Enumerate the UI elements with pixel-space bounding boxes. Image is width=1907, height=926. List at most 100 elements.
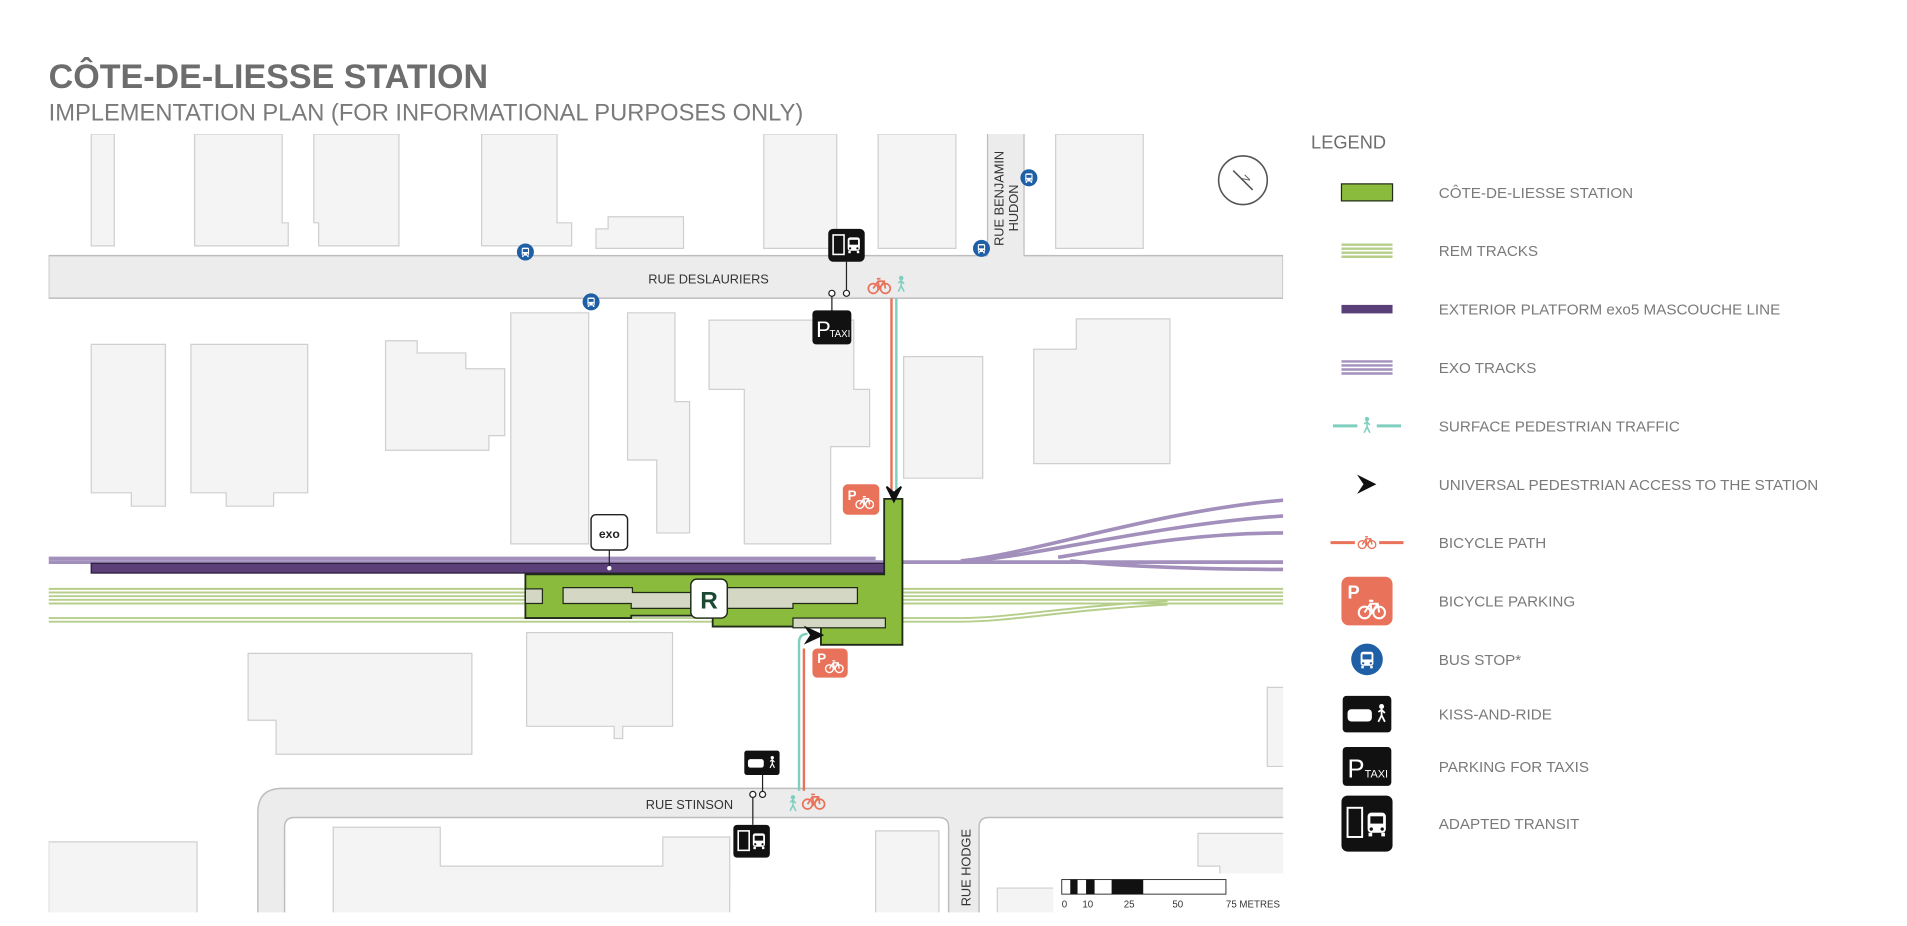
- building: [481, 134, 573, 247]
- adapted-transit-south: [733, 790, 770, 858]
- building: [996, 887, 1057, 913]
- legend-item-station-area: CÔTE-DE-LIESSE STATION: [1340, 183, 1633, 202]
- building: [875, 830, 940, 913]
- svg-text:50: 50: [1172, 900, 1183, 911]
- bicycle-parking-south: P: [812, 648, 848, 678]
- legend-item-adapted-transit: ADAPTED TRANSIT: [1341, 795, 1580, 852]
- legend-item-rem-tracks: REM TRACKS: [1341, 243, 1538, 260]
- legend: LEGEND CÔTE-DE-LIESSE STATION REM TRACKS E…: [1311, 132, 1818, 852]
- south-access-paths: [797, 632, 808, 791]
- svg-text:P: P: [1348, 582, 1360, 603]
- legend-label: BICYCLE PATH: [1439, 535, 1546, 552]
- adapted-transit-icon: [1341, 795, 1393, 852]
- building: [332, 826, 731, 913]
- map[interactable]: RUE DESLAURIERS RUE BENJAMIN HUDON RUE S…: [48, 132, 1290, 925]
- svg-text:TAXI: TAXI: [829, 329, 850, 340]
- legend-label: BICYCLE PARKING: [1439, 594, 1575, 611]
- pedestrian-line-icon: [1332, 416, 1402, 434]
- street-label-deslauriers: RUE DESLAURIERS: [648, 272, 769, 287]
- legend-label: EXTERIOR PLATFORM exo5 MASCOUCHE LINE: [1439, 302, 1781, 319]
- rem-logo: R: [690, 578, 729, 619]
- bicycle-line-icon: [1330, 536, 1404, 550]
- north-access-paths: [890, 298, 898, 497]
- svg-text:P: P: [1348, 755, 1365, 783]
- building: [48, 841, 198, 913]
- legend-label: SURFACE PEDESTRIAN TRAFFIC: [1439, 418, 1680, 435]
- legend-title: LEGEND: [1311, 132, 1386, 153]
- legend-label: KISS-AND-RIDE: [1439, 707, 1552, 724]
- exo-tracks: [48, 498, 1284, 572]
- exo-station-sign: exo: [590, 513, 629, 571]
- street-label-benjamin-hudon-2: HUDON: [1006, 185, 1021, 232]
- rem-tracks-icon: [1341, 243, 1393, 258]
- building: [90, 343, 167, 507]
- legend-item-exo-platform: EXTERIOR PLATFORM exo5 MASCOUCHE LINE: [1341, 302, 1780, 319]
- legend-label: EXO TRACKS: [1439, 360, 1537, 377]
- bicycle-parking-icon: P: [1341, 576, 1393, 626]
- building: [626, 312, 691, 534]
- svg-text:P: P: [848, 488, 857, 503]
- svg-text:25: 25: [1124, 900, 1135, 911]
- kiss-and-ride-icon: [1342, 695, 1392, 733]
- svg-text:0: 0: [1062, 900, 1068, 911]
- building: [877, 134, 957, 249]
- legend-label: UNIVERSAL PEDESTRIAN ACCESS TO THE STATI…: [1439, 477, 1819, 494]
- building: [1033, 318, 1171, 465]
- road-rue-benjamin-hudon: [987, 134, 1025, 257]
- bicycle-parking-north: P: [842, 484, 880, 515]
- road-rue-deslauriers: [48, 254, 1284, 299]
- legend-label: CÔTE-DE-LIESSE STATION: [1439, 185, 1633, 202]
- legend-label: ADAPTED TRANSIT: [1439, 816, 1580, 833]
- building: [595, 216, 685, 249]
- building: [313, 134, 400, 247]
- bus-stop-icon: [1020, 169, 1038, 187]
- building: [384, 340, 506, 451]
- legend-item-bicycle-line: BICYCLE PATH: [1330, 535, 1546, 552]
- legend-item-bus-stop: BUS STOP*: [1351, 643, 1521, 676]
- svg-text:P: P: [816, 317, 831, 342]
- access-arrow-north: [885, 486, 903, 504]
- bus-stop-icon: [1351, 643, 1383, 676]
- building: [90, 134, 115, 247]
- building: [763, 134, 838, 249]
- station-area-icon: [1340, 183, 1394, 202]
- adapted-transit-north: [828, 228, 865, 297]
- bus-stop-icon: [582, 293, 600, 311]
- building: [190, 343, 309, 507]
- bus-stop-icon: [972, 239, 990, 257]
- building: [1055, 134, 1144, 249]
- legend-label: PARKING FOR TAXIS: [1439, 759, 1589, 776]
- buildings: [48, 134, 1284, 913]
- svg-text:P: P: [817, 651, 826, 666]
- street-label-benjamin-hudon: RUE BENJAMIN: [991, 151, 1006, 246]
- building: [708, 319, 871, 545]
- access-arrow-icon: [1357, 474, 1377, 494]
- legend-label: REM TRACKS: [1439, 243, 1538, 260]
- svg-text:75 METRES: 75 METRES: [1226, 900, 1281, 911]
- access-arrow-south: [803, 625, 825, 645]
- bus-stop-icon: [516, 243, 534, 261]
- bus-stops: [516, 169, 1038, 311]
- exo-platform: [90, 562, 889, 574]
- building: [247, 652, 473, 755]
- taxi-parking: P TAXI: [812, 289, 852, 345]
- legend-item-kiss-and-ride: KISS-AND-RIDE: [1342, 695, 1552, 733]
- north-arrow-compass: N: [1217, 155, 1269, 206]
- road-rue-stinson: [257, 787, 1284, 913]
- building: [193, 134, 289, 247]
- scale-bar: 0 10 25 50 75 METRES: [1053, 873, 1284, 913]
- legend-item-pedestrian-line: SURFACE PEDESTRIAN TRAFFIC: [1332, 416, 1680, 435]
- page-subtitle: IMPLEMENTATION PLAN (FOR INFORMATIONAL P…: [49, 101, 804, 127]
- page-title: CÔTE-DE-LIESSE STATION: [49, 57, 488, 96]
- legend-item-bicycle-parking: P BICYCLE PARKING: [1341, 576, 1575, 626]
- legend-item-access-arrow: UNIVERSAL PEDESTRIAN ACCESS TO THE STATI…: [1357, 474, 1819, 494]
- svg-text:exo: exo: [599, 527, 620, 541]
- building: [1197, 832, 1284, 877]
- building: [903, 355, 984, 479]
- street-label-hodge: RUE HODGE: [959, 829, 974, 906]
- exo-tracks-icon: [1341, 360, 1393, 375]
- exo-platform-icon: [1341, 304, 1393, 314]
